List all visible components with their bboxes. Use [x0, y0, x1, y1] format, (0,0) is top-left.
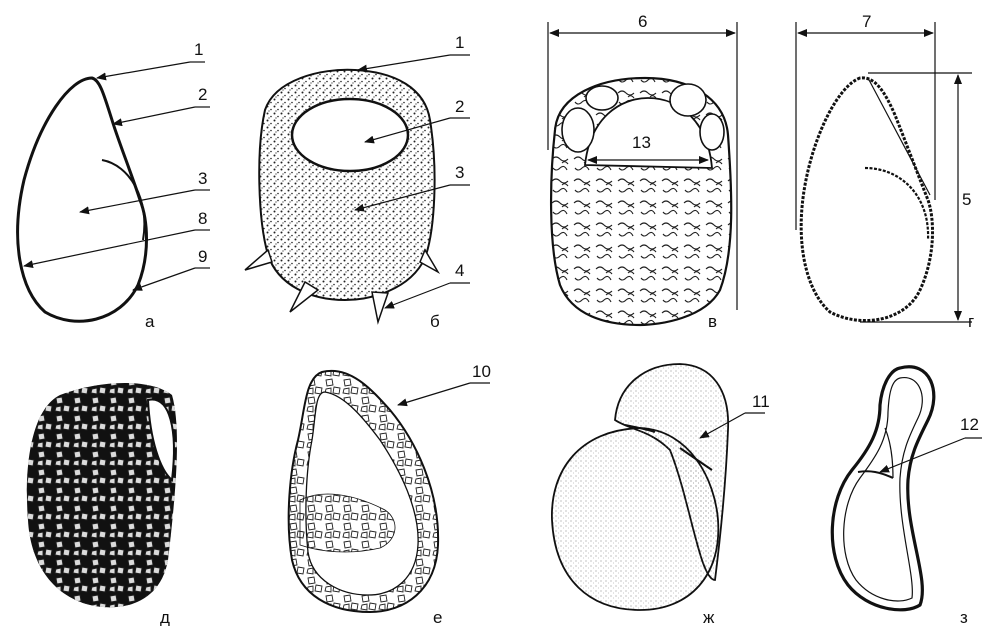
leader-10: [398, 383, 470, 405]
wall-line-g: [868, 78, 930, 195]
panel-label-z: з: [960, 608, 968, 626]
callout-6: 6: [638, 12, 647, 31]
panel-v: 6 13 в: [548, 12, 737, 331]
panel-z: 12 з: [832, 367, 982, 626]
callout-4-b: 4: [455, 261, 464, 280]
callout-10: 10: [472, 362, 491, 381]
panel-b: 1 2 3 4 б: [245, 33, 470, 331]
shell-outline-a: [18, 78, 147, 321]
spine-b-1: [245, 250, 272, 270]
panel-g: 7 5 г: [796, 12, 974, 331]
leader-8-a: [24, 230, 195, 266]
spine-b-3: [372, 292, 388, 322]
outer-shell-z: [832, 367, 934, 610]
panel-label-a: а: [145, 312, 155, 331]
panel-label-b: б: [430, 312, 440, 331]
panel-d: д: [27, 383, 177, 626]
callout-1-a: 1: [194, 40, 203, 59]
callout-5: 5: [962, 190, 971, 209]
leader-2-a: [113, 107, 195, 124]
callout-7: 7: [862, 12, 871, 31]
callout-8-a: 8: [198, 209, 207, 228]
panel-zh: 11 ж: [552, 364, 770, 626]
grain-v-4: [700, 114, 724, 150]
callout-9-a: 9: [198, 247, 207, 266]
panel-label-zh: ж: [703, 608, 715, 626]
callout-12: 12: [960, 415, 979, 434]
panel-a: 1 2 3 8 9 а: [18, 40, 210, 331]
callout-2-b: 2: [455, 97, 464, 116]
panel-e: 10 е: [289, 362, 491, 626]
callout-1-b: 1: [455, 33, 464, 52]
grain-v-1: [562, 108, 594, 152]
leader-1-a: [97, 62, 190, 78]
callout-11: 11: [752, 392, 770, 411]
septum-z-2: [885, 428, 893, 478]
leader-1-b: [358, 55, 450, 70]
panel-label-d: д: [160, 608, 170, 626]
panel-label-g: г: [968, 312, 974, 331]
inner-septum-a: [102, 160, 144, 240]
panel-label-e: е: [433, 608, 442, 626]
lower-chamber-zh: [552, 428, 718, 610]
callout-3-a: 3: [198, 169, 207, 188]
grain-v-3: [670, 84, 706, 116]
leader-12: [880, 438, 965, 472]
panel-label-v: в: [708, 312, 717, 331]
inner-septum-g: [865, 168, 928, 240]
grain-v-2: [586, 86, 618, 110]
callout-13: 13: [632, 133, 651, 152]
callout-2-a: 2: [198, 85, 207, 104]
callout-3-b: 3: [455, 163, 464, 182]
inner-shell-z: [844, 378, 923, 601]
shell-outline-g: [801, 78, 932, 321]
chamber-e: [306, 392, 418, 595]
